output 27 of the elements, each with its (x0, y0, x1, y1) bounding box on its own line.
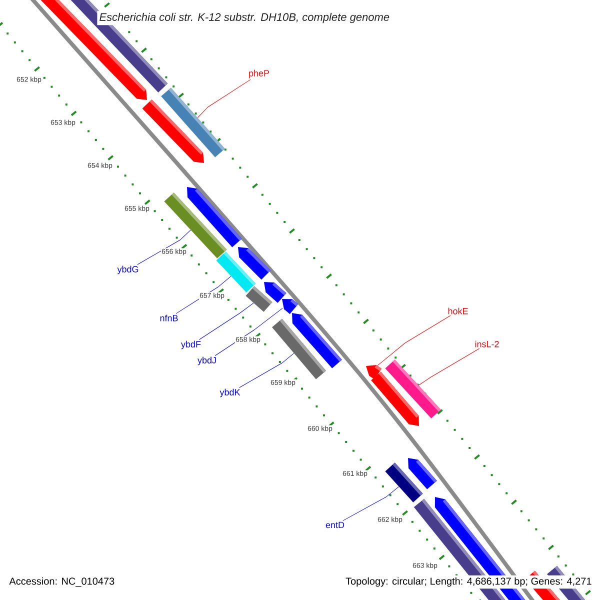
gene-feature (385, 462, 423, 502)
gene-label: pheP (249, 70, 270, 78)
leader-line (137, 230, 191, 265)
gene-label: ybdJ (198, 356, 216, 366)
leader-line (418, 348, 480, 386)
gene-feature (216, 252, 256, 292)
gene-feature (282, 299, 298, 314)
leader-line (239, 353, 294, 388)
leader-line (342, 486, 400, 521)
gene-label: ybdK (220, 388, 240, 398)
gene-feature (366, 365, 382, 380)
leader-line (377, 315, 451, 366)
accession-text: Accession: NC_010473 (9, 577, 114, 587)
gene-label: nfnB (160, 314, 178, 322)
gene-feature (161, 88, 225, 158)
title: Escherichia coli str. K-12 substr. DH10B, complete genome (97, 10, 392, 26)
gene-label: entD (326, 522, 344, 528)
gene-feature (246, 286, 272, 312)
gene-feature (272, 318, 326, 380)
leader-line (199, 302, 254, 340)
gene-feature (385, 360, 441, 418)
gene-label: insL-2 (475, 340, 499, 348)
gene-label: ybdG (117, 266, 138, 274)
gene-label: ybdF (181, 340, 201, 350)
leader-line (197, 79, 251, 118)
gene-label: hokE (448, 308, 468, 314)
genome-info-text: Topology: circular; Length: 4,686,137 bp; Genes: 4,271 (344, 575, 594, 589)
